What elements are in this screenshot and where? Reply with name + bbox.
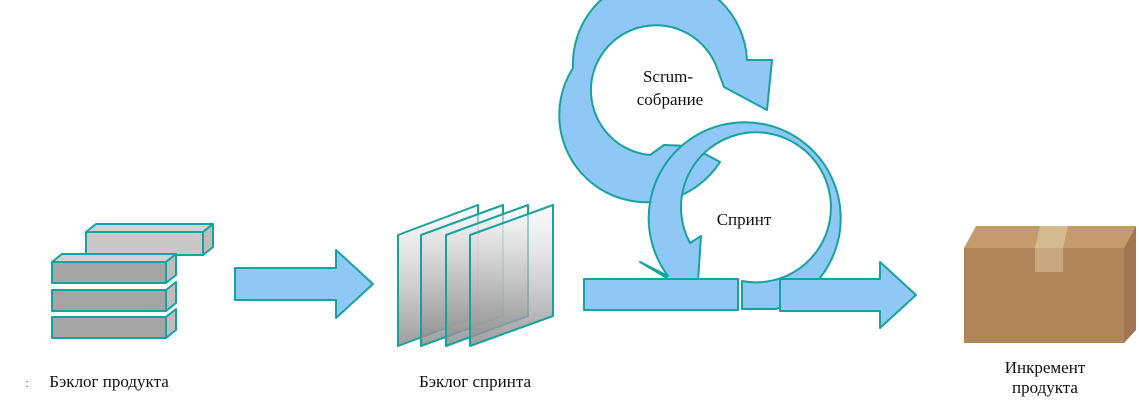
block-stack-icon	[51, 223, 214, 339]
scrum-meeting-cycle-arrow	[558, 0, 773, 204]
sprint-label: Спринт	[717, 210, 772, 229]
stray-mark: :	[25, 375, 29, 390]
product-box-icon	[964, 226, 1136, 343]
increment-label-line2: продукта	[1012, 378, 1078, 397]
flow-arrow-2	[583, 278, 739, 311]
sprint-pages-icon	[397, 204, 554, 347]
flow-arrow-3	[779, 261, 917, 329]
increment-label-line1: Инкремент	[1004, 358, 1086, 377]
sprint-cycle-arrow	[639, 121, 842, 310]
scrum-meeting-label-line2: собрание	[637, 90, 703, 109]
sprint-backlog-label: Бэклог спринта	[418, 372, 532, 391]
flow-arrow-1	[234, 249, 374, 319]
product-backlog-label: Бэклог продукта	[49, 372, 169, 391]
scrum-meeting-label-line1: Scrum-	[643, 67, 693, 86]
